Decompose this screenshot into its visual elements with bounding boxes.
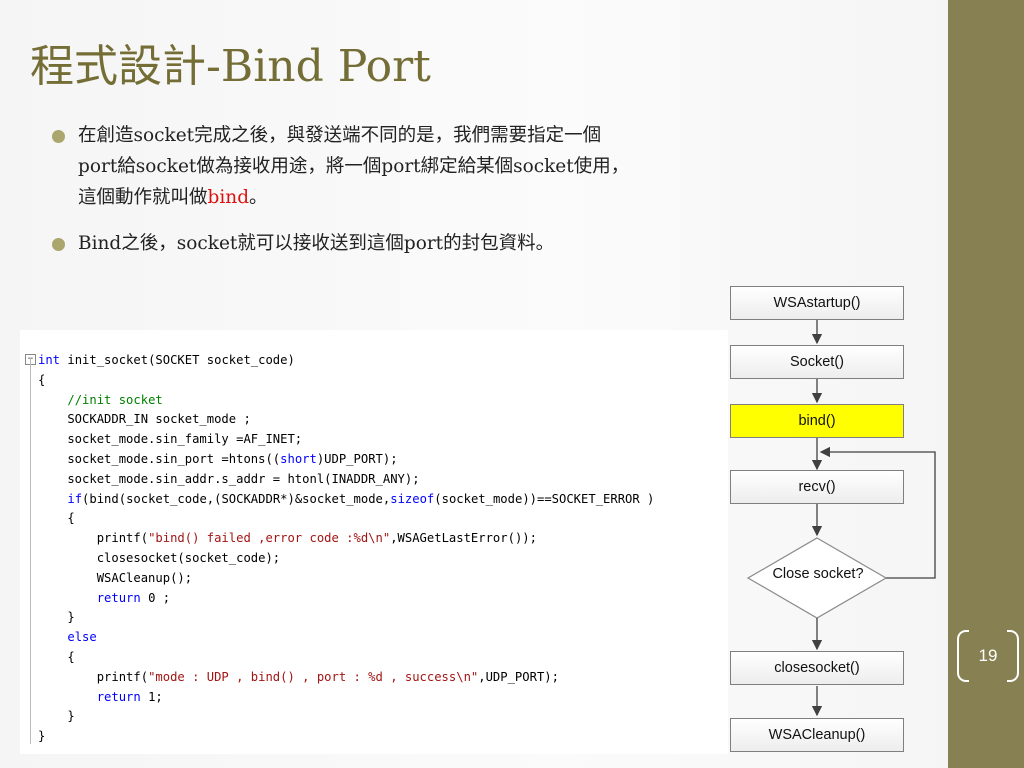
left-bracket-icon <box>957 630 969 682</box>
bullet-1-line-3: 這個動作就叫做bind。 <box>78 182 268 213</box>
code-block: − int init_socket(SOCKET socket_code){ /… <box>20 330 728 754</box>
bullet-1-line-3-pre: 這個動作就叫做 <box>78 187 208 208</box>
code-line: socket_mode.sin_addr.s_addr = htonl(INAD… <box>38 471 420 486</box>
flow-step-bind: bind() <box>730 404 904 438</box>
flow-step-wsacleanup: WSACleanup() <box>730 718 904 752</box>
bullet-dot-icon <box>52 238 65 251</box>
code-fold-gutter <box>30 358 31 744</box>
bullet-1-line-2: port給socket做為接收用途，將一個port綁定給某個socket使用， <box>78 156 630 177</box>
code-line: return 0 ; <box>96 590 171 605</box>
flowchart-connectors <box>746 320 936 717</box>
flow-step-wsastartup: WSAstartup() <box>730 286 904 320</box>
code-line: socket_mode.sin_family =AF_INET; <box>38 432 303 447</box>
code-line: SOCKADDR_IN socket_mode ; <box>38 412 251 427</box>
page-number: 19 <box>978 646 998 665</box>
flowchart: WSAstartup() Socket() bind() recv() Clos… <box>724 284 936 756</box>
bullet-item-1: 在創造socket完成之後，與發送端不同的是，我們需要指定一個 port給soc… <box>52 120 912 215</box>
slide-title: 程式設計-Bind Port <box>30 41 431 92</box>
code-line: printf("mode : UDP , bind() , port : %d … <box>38 669 559 684</box>
bullet-1-line-1: 在創造socket完成之後，與發送端不同的是，我們需要指定一個 <box>78 125 602 146</box>
flow-step-socket: Socket() <box>730 345 904 379</box>
code-line: closesocket(socket_code); <box>38 551 281 565</box>
bullet-dot-icon <box>52 130 65 143</box>
code-line: } <box>38 610 75 625</box>
code-line: { <box>38 650 75 664</box>
code-line: printf("bind() failed ,error code :%d\n"… <box>38 531 537 546</box>
code-line: socket_mode.sin_port =htons((short)UDP_P… <box>38 452 398 466</box>
code-line: } <box>38 709 75 724</box>
code-line: { <box>38 511 75 526</box>
loop-back-arrow <box>819 446 936 579</box>
code-line: { <box>38 372 46 387</box>
bind-keyword-emphasis: bind <box>207 187 250 208</box>
code-line: WSACleanup(); <box>38 570 193 585</box>
code-line: return 1; <box>96 689 163 704</box>
code-line: if(bind(socket_code,(SOCKADDR*)&socket_m… <box>67 491 655 506</box>
code-line: else <box>67 630 97 645</box>
right-bracket-icon <box>1007 630 1019 682</box>
sidebar-band <box>948 0 1024 768</box>
flow-step-recv: recv() <box>730 470 904 504</box>
bullet-2-line-1: Bind之後，socket就可以接收送到這個port的封包資料。 <box>78 233 555 254</box>
code-line: //init socket <box>67 392 163 407</box>
code-line: int init_socket(SOCKET socket_code) <box>38 353 295 367</box>
bullet-1-line-3-post: 。 <box>249 187 268 208</box>
flow-step-closesocket: closesocket() <box>730 651 904 685</box>
flow-decision-label: Close socket? <box>772 566 864 582</box>
code-line: } <box>38 729 46 744</box>
page-number-badge: 19 <box>957 630 1019 682</box>
bullet-item-2: Bind之後，socket就可以接收送到這個port的封包資料。 <box>52 228 912 260</box>
